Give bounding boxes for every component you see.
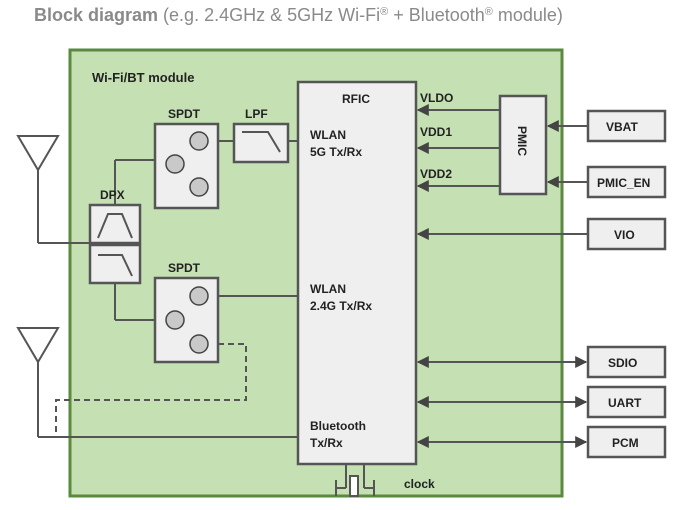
wlan-5g-label-line2: 5G Tx/Rx <box>310 145 362 159</box>
spdt-bottom-label: SPDT <box>168 261 201 275</box>
vldo-label: VLDO <box>420 91 453 105</box>
spdt-bottom-switch <box>153 276 220 364</box>
vdd1-label: VDD1 <box>420 125 452 139</box>
signal-wiring <box>38 140 298 438</box>
crystal-icon <box>335 464 375 497</box>
sdio-pin <box>416 345 667 379</box>
lpf-label: LPF <box>245 107 268 121</box>
vbat-label: VBAT <box>606 120 638 134</box>
dpx-label: DPX <box>100 188 125 202</box>
uart-pin <box>416 385 667 419</box>
module-label: Wi-Fi/BT module <box>92 70 194 85</box>
vio-label: VIO <box>614 228 635 242</box>
vio-pin <box>416 217 667 251</box>
sdio-label: SDIO <box>608 356 637 370</box>
wlan-24g-label-line1: WLAN <box>310 282 346 296</box>
pmic-block <box>498 94 548 196</box>
vdd2-label: VDD2 <box>420 167 452 181</box>
pmic-en-pin <box>546 165 667 199</box>
dpx-diplexer <box>88 203 142 285</box>
uart-label: UART <box>608 396 642 410</box>
power-rail-arrows <box>416 104 500 192</box>
bluetooth-label-line2: Tx/Rx <box>310 436 343 450</box>
pmic-label: PMIC <box>515 126 529 156</box>
lpf-filter <box>232 122 290 164</box>
rfic-block <box>296 80 418 466</box>
pcm-label: PCM <box>612 436 639 450</box>
antenna-top-icon <box>16 135 60 243</box>
bluetooth-label-line1: Bluetooth <box>310 419 366 433</box>
diagram-title: Block diagram (e.g. 2.4GHz & 5GHz Wi-Fi®… <box>34 5 563 25</box>
pmic-en-label: PMIC_EN <box>597 176 650 190</box>
rfic-label: RFIC <box>342 92 370 106</box>
clock-label: clock <box>404 477 435 491</box>
wlan-5g-label-line1: WLAN <box>310 128 346 142</box>
spdt-top-switch <box>153 122 220 210</box>
vbat-pin <box>546 109 667 143</box>
pcm-pin <box>416 425 667 459</box>
wlan-24g-label-line2: 2.4G Tx/Rx <box>310 299 372 313</box>
antenna-bottom-icon <box>16 327 60 437</box>
spdt-top-label: SPDT <box>168 107 201 121</box>
